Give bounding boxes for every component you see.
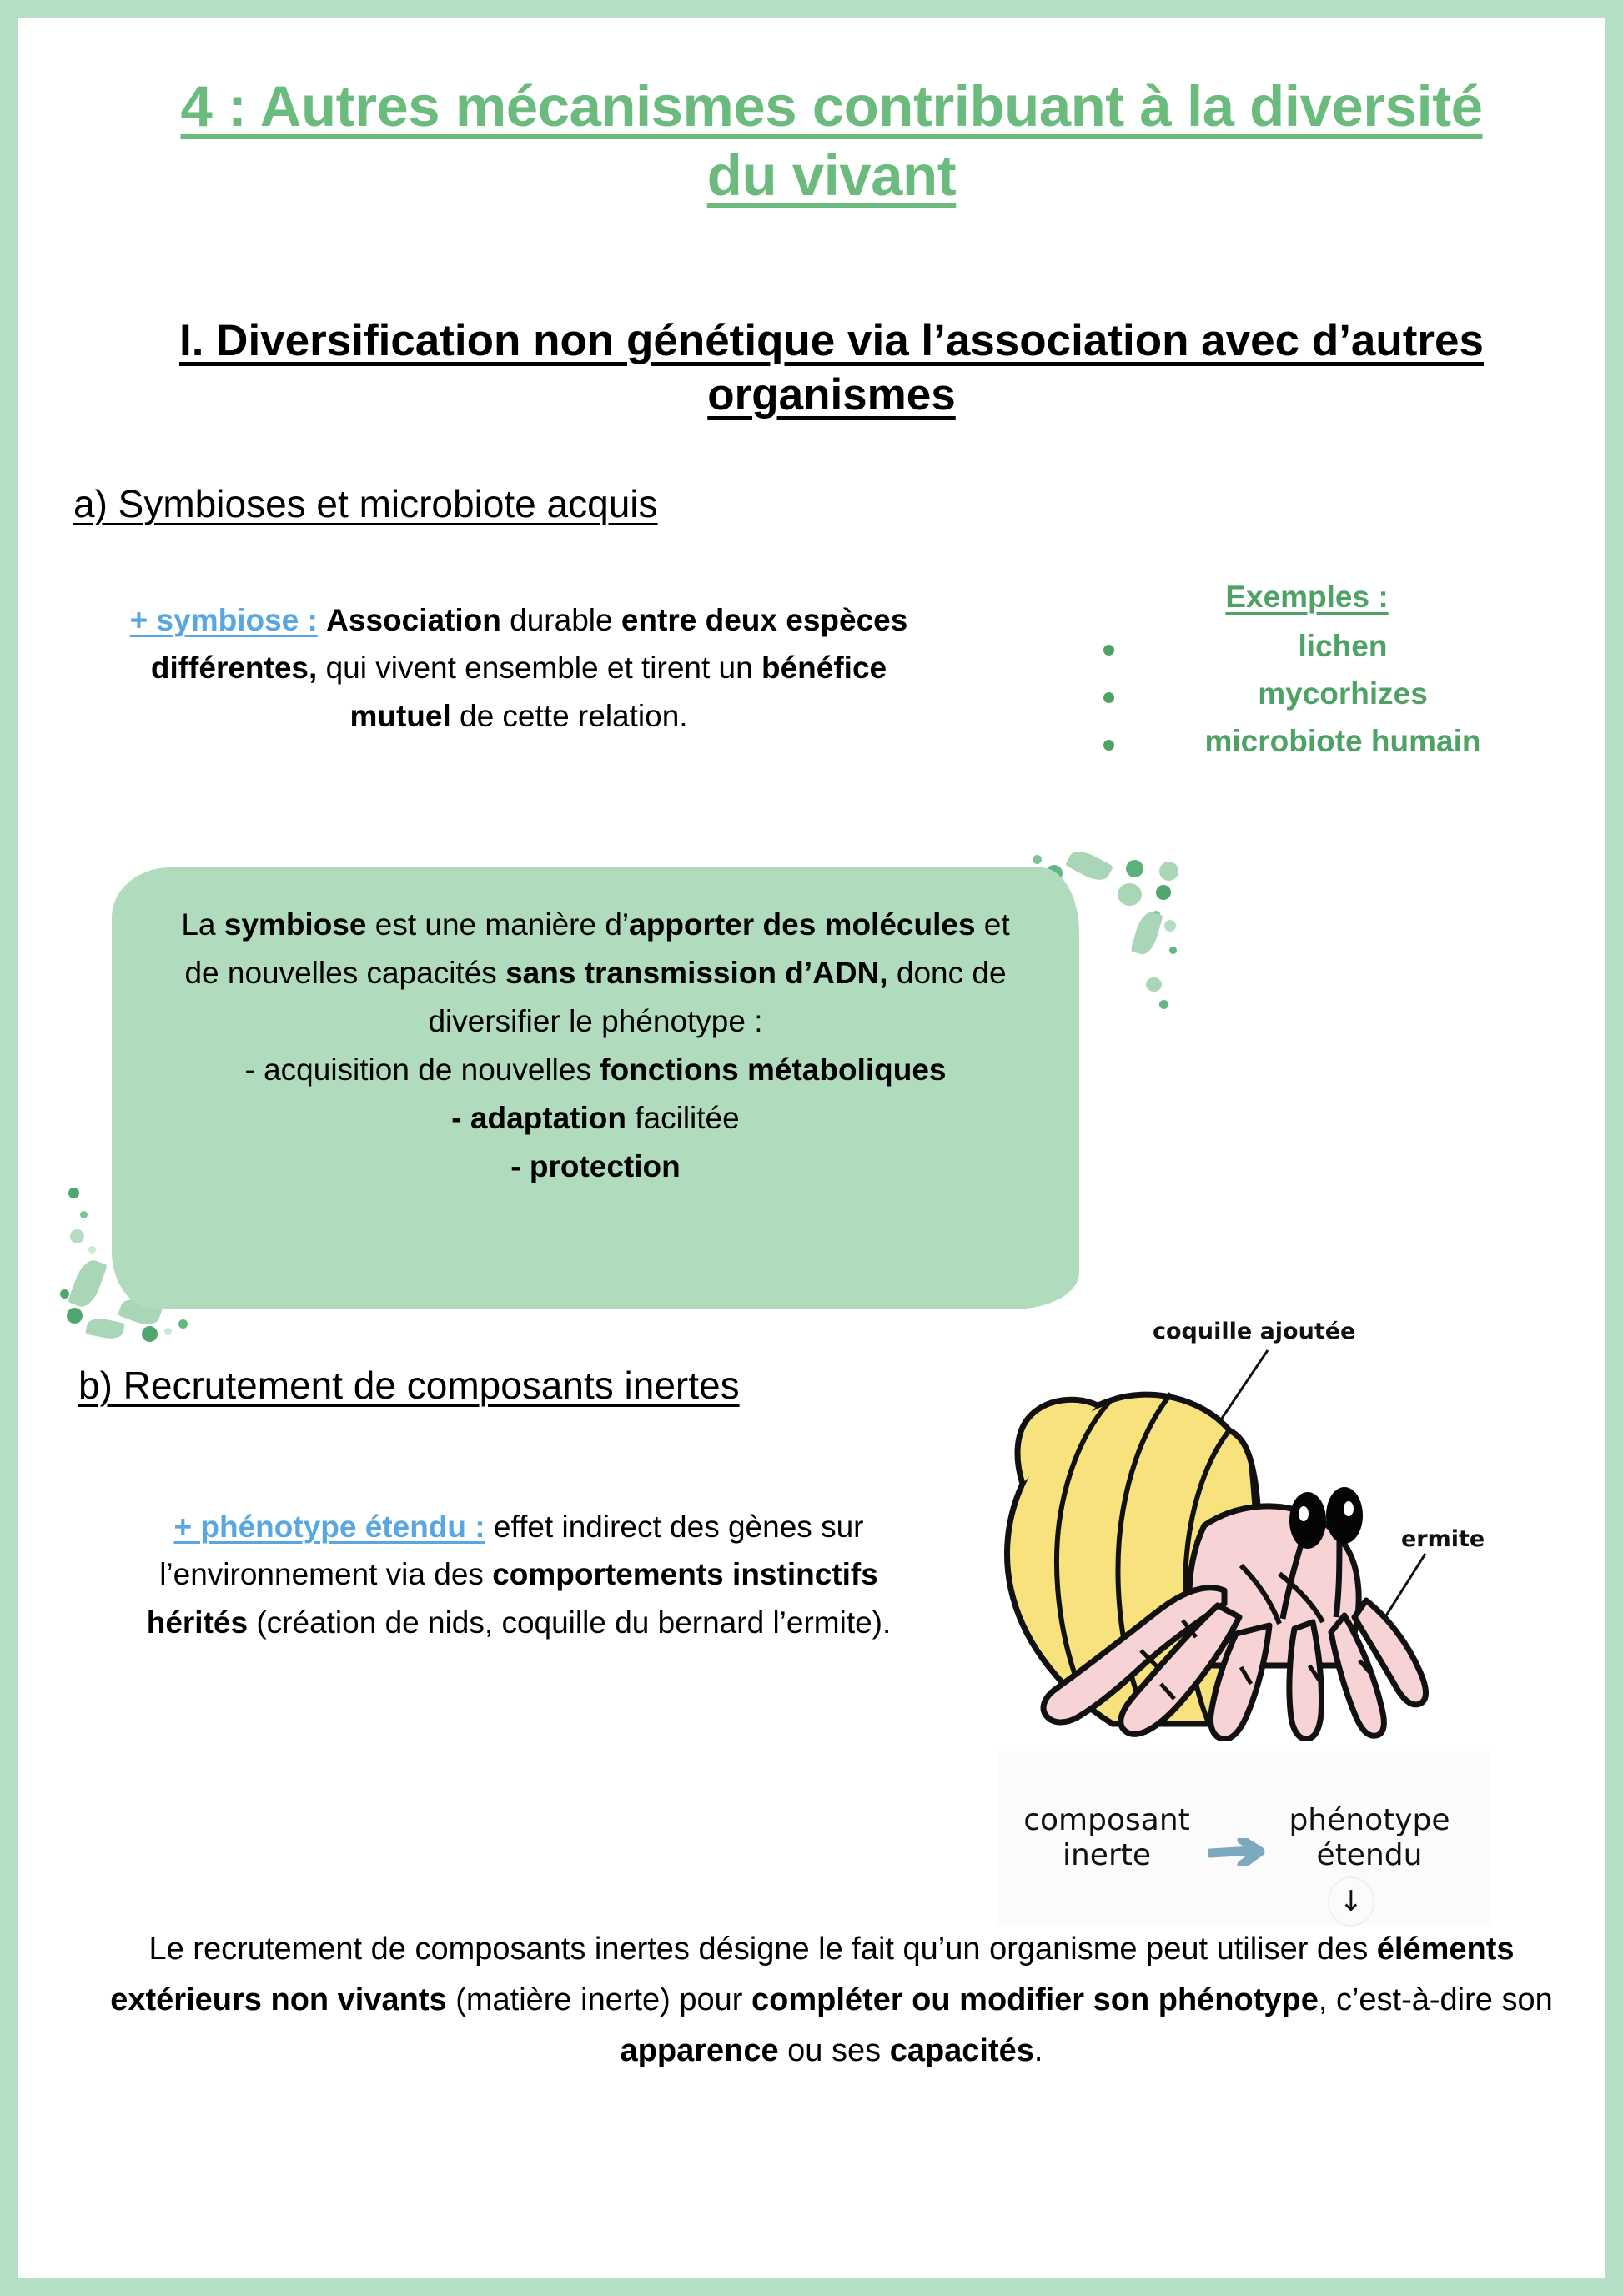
body-text: de cette relation. [450, 698, 688, 733]
body-text: qui vivent ensemble et tirent un [317, 651, 761, 686]
label-coquille-ajoutee: coquille ajoutée [1153, 1319, 1356, 1344]
examples-block: Exemples : lichen mycorhizes microbiote … [1090, 581, 1557, 773]
emphasis-text: éléments extérieurs non vivants [110, 1932, 1515, 2017]
emphasis-text: compléter ou modifier son phénotype [751, 1982, 1319, 2017]
hermit-crab-svg [1004, 1349, 1429, 1742]
emphasis-text: - protection [510, 1149, 681, 1184]
deco-dot [60, 1289, 69, 1299]
body-text: (création de nids, coquille du bernard l… [248, 1605, 892, 1640]
subsection-heading-b: b) Recrutement de composants inertes [78, 1364, 740, 1407]
term-phenotype-etendu: + phénotype étendu : [173, 1510, 485, 1544]
term-symbiose: + symbiose : [129, 603, 318, 637]
emphasis-text: apparence [620, 2032, 779, 2068]
deco-dot [1164, 920, 1176, 932]
deco-dot [67, 1308, 83, 1324]
deco-leaf [67, 1256, 108, 1311]
body-text: Le recrutement de composants inertes dés… [148, 1932, 1377, 1967]
arrow-diagram-right-label: phénotype étendu [1289, 1803, 1450, 1873]
label-ermite: ermite [1401, 1526, 1485, 1552]
deco-leaf [85, 1315, 125, 1342]
list-item: lichen [1103, 631, 1557, 661]
emphasis-text: entre deux espèces différentes, [150, 603, 908, 686]
deco-dot [1118, 883, 1142, 906]
body-text: , c’est-à-dire son [1318, 1982, 1553, 2017]
deco-dot [70, 1229, 84, 1243]
arrow-diagram-panel: composant inerte phénotype étendu ↓ [998, 1751, 1490, 1927]
deco-dot [1146, 977, 1162, 992]
body-text [318, 603, 326, 637]
body-text: La [181, 907, 224, 942]
examples-list: lichen mycorhizes microbiote humain [1090, 631, 1557, 756]
deco-dot [1126, 860, 1143, 877]
emphasis-text: comportements instinctifs hérités [146, 1557, 878, 1640]
body-text: est une manière d’ [366, 907, 630, 942]
definition-phenotype-etendu: + phénotype étendu : effet indirect des … [110, 1503, 927, 1646]
emphasis-text: sans transmission d’ADN, [505, 956, 888, 991]
deco-dot [1033, 855, 1042, 864]
arrow-diagram-left-label: composant inerte [1023, 1803, 1190, 1873]
emphasis-text: - adaptation [451, 1101, 626, 1136]
body-text: durable [500, 603, 621, 637]
emphasis-text: Association [326, 603, 501, 637]
deco-leaf [1064, 846, 1114, 886]
body-text: donc de diversifier le phénotype : [428, 956, 1007, 1039]
final-paragraph-body: Le recrutement de composants inertes dés… [110, 1932, 1553, 2068]
down-arrow-icon: ↓ [1328, 1876, 1374, 1927]
deco-dot [142, 1326, 158, 1342]
emphasis-text: symbiose [224, 907, 367, 942]
list-item: microbiote humain [1103, 726, 1557, 756]
body-text: facilitée [626, 1101, 740, 1136]
emphasis-text: bénéfice mutuel [349, 651, 887, 733]
body-text: - acquisition de nouvelles [244, 1053, 600, 1088]
page-content-area: 4 : Autres mécanismes contribuant à la d… [18, 18, 1605, 2278]
emphasis-text: capacités [889, 2032, 1034, 2068]
body-text: et de nouvelles capacités [184, 907, 1010, 991]
final-paragraph: Le recrutement de composants inertes dés… [102, 1924, 1561, 2076]
definition-phenotype-body: effet indirect des gènes sur l’environne… [147, 1510, 892, 1640]
deco-dot [1159, 862, 1178, 881]
deco-dot [1169, 947, 1177, 954]
deco-dot [178, 1319, 188, 1329]
deco-dot [68, 1188, 79, 1198]
right-arrow-icon [1208, 1838, 1265, 1866]
body-text: effet indirect des gènes sur l’environne… [159, 1510, 864, 1592]
emphasis-text: fonctions métaboliques [600, 1053, 947, 1088]
subsection-heading-a: a) Symbioses et microbiote acquis [73, 482, 658, 525]
callout-body: La symbiose est une manière d’apporter d… [181, 907, 1009, 1183]
deco-dot [1159, 1000, 1168, 1009]
body-text: (matière inerte) pour [446, 1982, 752, 2017]
deco-dot [88, 1246, 96, 1254]
deco-dot [164, 1328, 172, 1335]
deco-leaf [1130, 909, 1163, 957]
emphasis-text: apporter des molécules [629, 907, 976, 942]
page-title: 4 : Autres mécanismes contribuant à la d… [180, 74, 1483, 208]
deco-dot [1156, 885, 1171, 900]
deco-dot [80, 1211, 88, 1218]
section-heading-I: I. Diversification non génétique via l’a… [179, 316, 1484, 420]
list-item: mycorhizes [1103, 678, 1557, 709]
deco-dot [1153, 911, 1160, 918]
body-text: . [1033, 2032, 1043, 2068]
hermit-crab-illustration: coquille ajoutée ermite [986, 1307, 1561, 1742]
body-text: ou ses [778, 2032, 890, 2068]
examples-title: Exemples : [1225, 580, 1389, 614]
definition-symbiose: + symbiose : Association durable entre d… [102, 596, 936, 740]
callout-symbiose-summary: La symbiose est une manière d’apporter d… [112, 867, 1079, 1309]
definition-symbiose-body: Association durable entre deux espèces d… [151, 603, 907, 733]
